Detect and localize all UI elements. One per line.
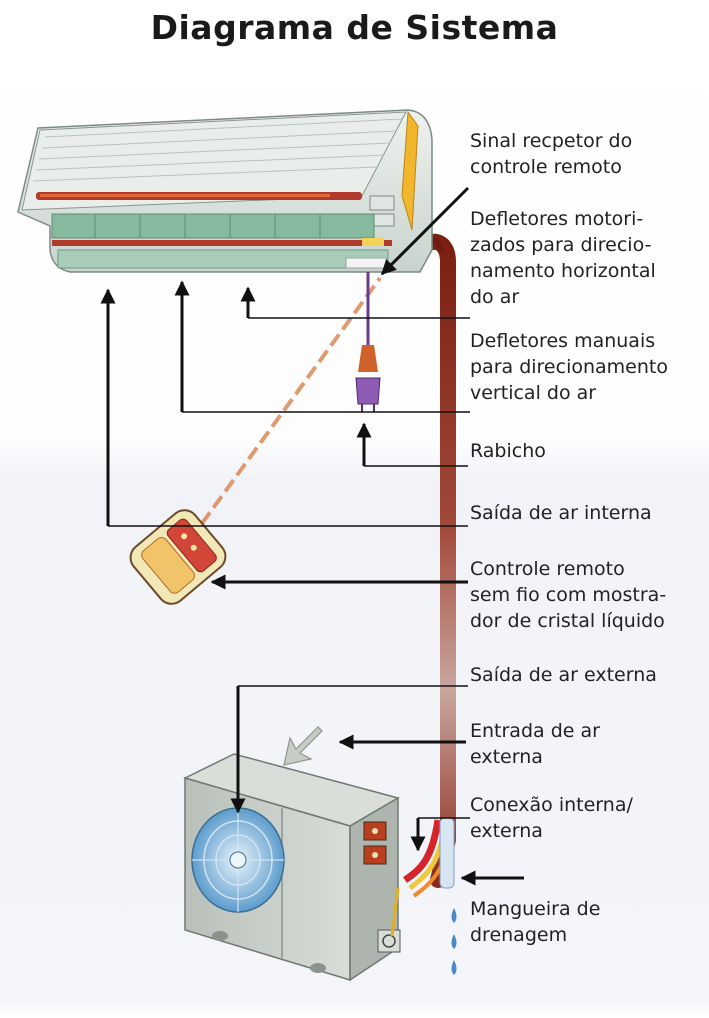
label-line: drenagem xyxy=(470,924,568,946)
label-sinal-receptor: Sinal recpetor do controle remoto xyxy=(470,128,632,180)
label-line: Rabicho xyxy=(470,440,546,462)
label-line: Controle remoto xyxy=(470,558,625,580)
label-entrada-externa: Entrada de ar externa xyxy=(470,718,600,770)
refrigerant-pipe xyxy=(410,233,456,888)
label-line: Conexão interna/ xyxy=(470,794,633,816)
label-line: Entrada de ar xyxy=(470,720,600,742)
label-line: controle remoto xyxy=(470,156,622,178)
label-line: Saída de ar externa xyxy=(470,664,657,686)
label-line: Defletores manuais xyxy=(470,330,656,352)
label-line: zados para direcio- xyxy=(470,234,652,256)
label-defletores-manuais: Defletores manuais para direcionamento v… xyxy=(470,328,668,406)
label-rabicho: Rabicho xyxy=(470,438,546,464)
label-line: Saída de ar interna xyxy=(470,502,652,524)
label-saida-externa: Saída de ar externa xyxy=(470,662,657,688)
label-controle-remoto: Controle remoto sem fio com mostra- dor … xyxy=(470,556,666,634)
label-line: sem fio com mostra- xyxy=(470,584,667,606)
label-mangueira: Mangueira de drenagem xyxy=(470,896,600,948)
outdoor-unit xyxy=(182,753,401,982)
label-line: Defletores motori- xyxy=(470,208,644,230)
label-line: Mangueira de xyxy=(470,898,601,920)
label-line: do ar xyxy=(470,286,520,308)
outdoor-fan xyxy=(191,807,285,913)
label-line: externa xyxy=(470,820,543,842)
service-valve xyxy=(377,929,401,953)
leader-sinal xyxy=(380,186,470,276)
power-cord xyxy=(355,272,381,412)
label-saida-interna: Saída de ar interna xyxy=(470,500,652,526)
label-conexao: Conexão interna/ externa xyxy=(470,792,633,844)
label-line: externa xyxy=(470,746,543,768)
label-line: Sinal recpetor do xyxy=(470,130,633,152)
diagram-title: Diagrama de Sistema xyxy=(150,8,559,47)
label-defletores-motorizados: Defletores motori- zados para direcio- n… xyxy=(470,206,656,310)
label-line: para direcionamento xyxy=(470,356,668,378)
label-line: namento horizontal xyxy=(470,260,656,282)
air-intake-arrow xyxy=(283,726,323,766)
remote-signal-beam xyxy=(188,276,382,542)
remote-control xyxy=(129,509,227,605)
label-line: dor de cristal líquido xyxy=(470,610,665,632)
label-line: vertical do ar xyxy=(470,382,597,404)
drain-hose xyxy=(439,817,457,975)
indoor-unit xyxy=(17,109,433,273)
